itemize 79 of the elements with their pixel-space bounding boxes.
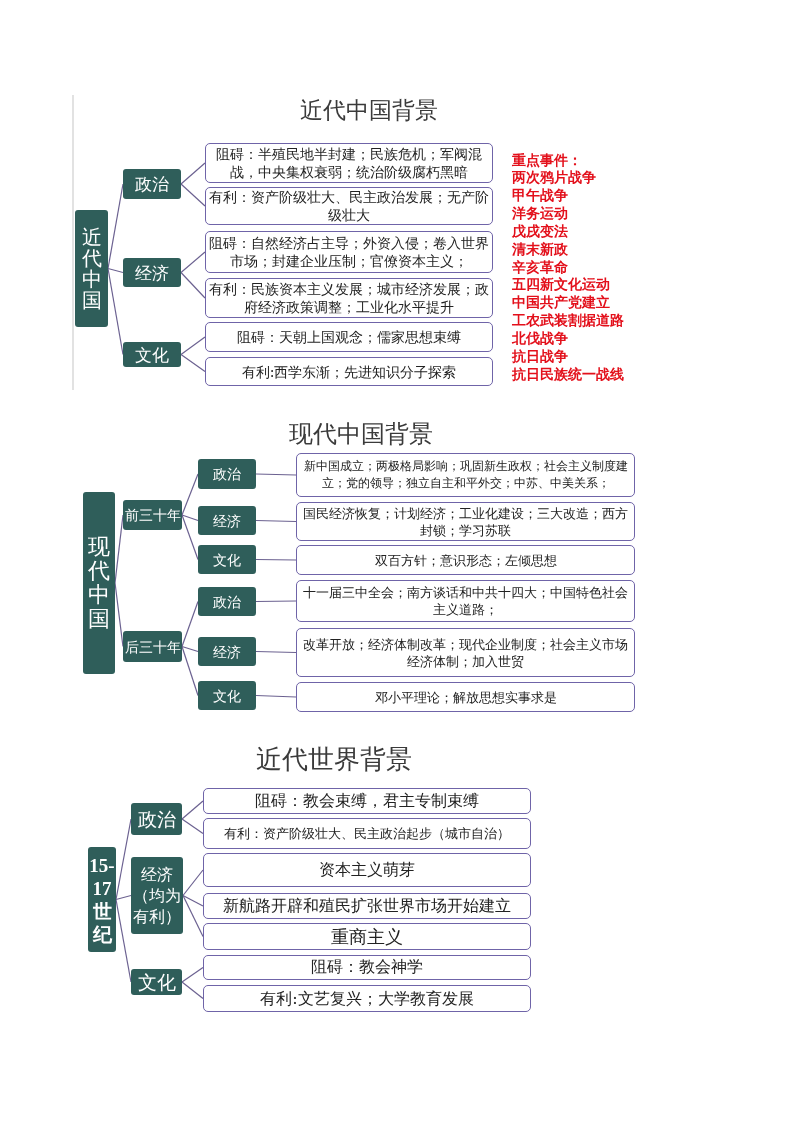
category-box: 经济 xyxy=(198,637,256,666)
detail-box: 有利：民族资本主义发展；城市经济发展；政府经济政策调整；工业化水平提升 xyxy=(205,278,493,318)
branch-line xyxy=(181,473,199,516)
detail-box: 新航路开辟和殖民扩张世界市场开始建立 xyxy=(203,893,531,919)
category-box: 政治 xyxy=(131,803,182,835)
detail-box: 双百方针；意识形态；左倾思想 xyxy=(296,545,635,575)
branch-line xyxy=(181,800,204,820)
branch-line xyxy=(180,353,206,373)
branch-line xyxy=(182,869,204,897)
branch-line xyxy=(255,650,297,654)
branch-line xyxy=(181,981,204,1000)
category-box: 后三十年 xyxy=(123,631,182,662)
section-title: 近代世界背景 xyxy=(256,745,412,775)
branch-line xyxy=(180,251,206,274)
event-list-item: 辛亥革命 xyxy=(512,258,568,276)
branch-line xyxy=(115,894,132,901)
event-list-item: 抗日民族统一战线 xyxy=(512,365,624,383)
branch-line xyxy=(181,514,199,522)
branch-line xyxy=(180,271,206,299)
section-title: 现代中国背景 xyxy=(289,421,433,449)
detail-box: 资本主义萌芽 xyxy=(203,853,531,887)
detail-box: 阻碍：教会神学 xyxy=(203,955,531,980)
detail-box: 阻碍：半殖民地半封建；民族危机；军阀混战，中央集权衰弱；统治阶级腐朽黑暗 xyxy=(205,143,493,183)
detail-box: 邓小平理论；解放思想实事求是 xyxy=(296,682,635,712)
category-box: 文化 xyxy=(198,545,256,574)
topic-box: 现代中国 xyxy=(83,492,115,674)
event-list-item: 清末新政 xyxy=(512,240,568,258)
detail-box: 新中国成立；两极格局影响；巩固新生政权；社会主义制度建立；党的领导；独立自主和平外交；中苏、中美关系； xyxy=(296,453,635,497)
branch-line xyxy=(255,600,297,603)
category-box: 文化 xyxy=(198,681,256,710)
event-list-item: 中国共产党建立 xyxy=(512,294,610,312)
detail-box: 有利:文艺复兴；大学教育发展 xyxy=(203,985,531,1012)
branch-line xyxy=(255,519,297,523)
branch-line xyxy=(180,162,206,185)
branch-line xyxy=(255,694,297,698)
branch-line xyxy=(255,558,297,561)
event-list-item: 洋务运动 xyxy=(512,205,568,223)
branch-line xyxy=(181,966,204,983)
detail-box: 有利：资产阶级壮大、民主政治起步（城市自治） xyxy=(203,818,531,849)
topic-box: 近代中国 xyxy=(75,210,108,327)
event-list-item: 甲午战争 xyxy=(512,187,568,205)
branch-line xyxy=(181,645,199,653)
category-box: 经济 xyxy=(123,258,181,287)
category-box: 前三十年 xyxy=(123,500,182,530)
branch-line xyxy=(181,600,199,648)
event-list-item: 北伐战争 xyxy=(512,330,568,347)
detail-box: 改革开放；经济体制改革；现代企业制度；社会主义市场经济体制；加入世贸 xyxy=(296,628,635,677)
branch-line xyxy=(182,894,204,938)
detail-box: 阻碍：教会束缚，君主专制束缚 xyxy=(203,788,531,814)
category-box: 政治 xyxy=(198,587,256,616)
branch-line xyxy=(107,267,124,274)
detail-box: 阻碍：天朝上国观念；儒家思想束缚 xyxy=(205,322,493,352)
event-list-item: 两次鸦片战争 xyxy=(512,169,596,187)
category-box: 文化 xyxy=(123,342,181,367)
category-box: 经济 xyxy=(198,506,256,535)
event-list-item: 戊戌变法 xyxy=(512,222,568,240)
branch-line xyxy=(255,473,297,476)
branch-line xyxy=(181,645,199,697)
category-box: 经济（均为有利） xyxy=(131,857,183,934)
category-box: 文化 xyxy=(131,969,182,995)
detail-box: 十一届三中全会；南方谈话和中共十四大；中国特色社会主义道路； xyxy=(296,580,635,622)
detail-box: 有利:西学东渐；先进知识分子探索 xyxy=(205,357,493,386)
branch-line xyxy=(181,818,204,835)
detail-box: 阻碍：自然经济占主导；外资入侵；卷入世界市场；封建企业压制；官僚资本主义； xyxy=(205,231,493,273)
topic-box: 15-17世纪 xyxy=(88,847,116,952)
event-list-heading: 重点事件： xyxy=(512,151,582,169)
event-list-item: 抗日战争 xyxy=(512,347,568,365)
branch-line xyxy=(180,183,206,207)
branch-line xyxy=(181,514,199,561)
detail-box: 国民经济恢复；计划经济；工业化建设；三大改造；西方封锁；学习苏联 xyxy=(296,502,635,541)
detail-box: 重商主义 xyxy=(203,923,531,950)
category-box: 政治 xyxy=(198,459,256,489)
branch-line xyxy=(182,894,204,907)
section-title: 近代中国背景 xyxy=(300,96,438,124)
detail-box: 有利：资产阶级壮大、民主政治发展；无产阶级壮大 xyxy=(205,187,493,225)
event-list-item: 五四新文化运动 xyxy=(512,276,610,294)
category-box: 政治 xyxy=(123,169,181,199)
branch-line xyxy=(180,336,206,356)
event-list-item: 工农武装割据道路 xyxy=(512,312,624,330)
